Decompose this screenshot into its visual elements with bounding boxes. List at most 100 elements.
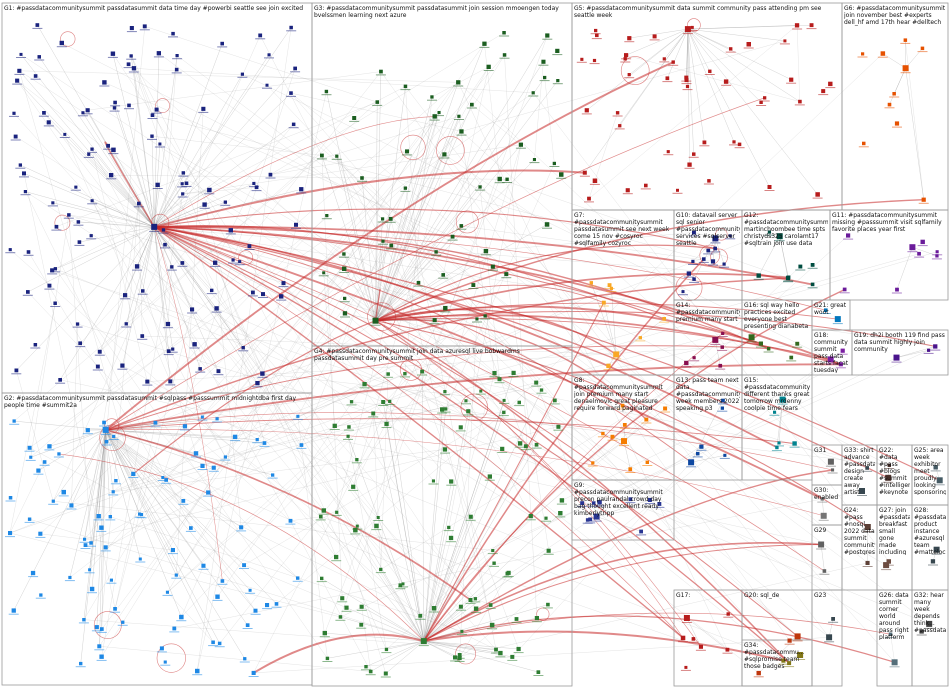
node-caption-g2-14 — [35, 536, 46, 538]
node-caption-g2-74 — [292, 418, 303, 420]
node-caption-g1-38 — [16, 57, 26, 58]
node-g4-53 — [491, 549, 495, 553]
node-g9-7 — [647, 497, 652, 502]
node-caption-g3-49 — [375, 74, 386, 76]
node-caption-g5-43 — [704, 74, 715, 75]
edge-221 — [421, 371, 424, 642]
node-g4-25 — [498, 650, 503, 656]
node-g1-99 — [140, 334, 145, 338]
edge-60 — [154, 226, 173, 350]
node-g2-16 — [8, 531, 13, 536]
node-g4-77 — [468, 514, 473, 519]
node-g14-5 — [692, 356, 696, 360]
node-g2-9 — [82, 618, 86, 622]
node-g9-8 — [588, 517, 593, 522]
node-g7-2 — [662, 317, 666, 321]
node-g4-15 — [368, 669, 373, 674]
node-g11-6 — [920, 239, 925, 245]
node-g2-70 — [217, 641, 222, 646]
node-g12-2 — [810, 282, 815, 287]
node-caption-g1-34 — [238, 350, 249, 352]
node-caption-g4-11 — [536, 392, 547, 394]
node-g2-25 — [242, 563, 246, 568]
node-g17-2 — [698, 644, 703, 649]
node-g1-79 — [127, 103, 131, 108]
node-caption-g16-4 — [792, 346, 803, 348]
node-g3-13 — [459, 129, 464, 134]
node-caption-g9-7 — [644, 503, 655, 504]
node-caption-g6-1 — [917, 51, 928, 53]
node-caption-g12-2 — [807, 287, 818, 289]
edge-318 — [596, 499, 650, 517]
node-g1-0 — [151, 223, 158, 230]
node-g4-49 — [449, 479, 454, 484]
edge-102 — [105, 429, 245, 659]
node-caption-g1-108 — [32, 27, 43, 29]
edge-411 — [101, 193, 183, 657]
edge-278 — [626, 28, 688, 56]
node-caption-g6-6 — [900, 42, 911, 44]
edge-419 — [112, 53, 477, 609]
node-g3-17 — [486, 64, 491, 69]
node-caption-g3-11 — [480, 318, 491, 320]
edge-575 — [423, 333, 723, 642]
node-caption-g10-4 — [678, 294, 688, 296]
node-g2-29 — [296, 576, 300, 580]
edge-111 — [13, 429, 106, 611]
node-g2-31 — [220, 579, 225, 583]
node-g3-53 — [325, 214, 329, 218]
node-caption-g3-4 — [331, 158, 342, 160]
edge-267 — [796, 25, 800, 102]
node-g3-51 — [475, 317, 479, 321]
node-caption-g3-19 — [453, 85, 464, 87]
node-g5-6 — [580, 57, 584, 61]
node-caption-g2-55 — [179, 429, 190, 431]
node-g1-75 — [150, 113, 155, 117]
edge-66 — [154, 124, 294, 228]
node-g5-26 — [625, 188, 630, 193]
node-g2-58 — [114, 479, 118, 483]
node-g2-72 — [274, 602, 279, 606]
node-caption-g3-25 — [429, 323, 440, 325]
node-caption-g1-94 — [171, 72, 182, 74]
node-caption-g4-67 — [439, 394, 450, 396]
edge-460 — [499, 178, 789, 279]
edge-424 — [336, 156, 531, 517]
edge-289 — [686, 29, 689, 81]
node-g3-39 — [434, 250, 438, 254]
edge-176 — [375, 236, 453, 321]
edge-108 — [105, 429, 298, 579]
node-g19-2 — [927, 348, 931, 352]
node-caption-g1-61 — [291, 227, 301, 229]
node-caption-g2-32 — [252, 442, 263, 444]
edge-570 — [375, 320, 869, 528]
node-g1-56 — [207, 187, 212, 193]
node-caption-g3-39 — [431, 254, 442, 256]
node-g17-6 — [726, 612, 730, 616]
node-g6-3 — [921, 197, 926, 202]
node-caption-g5-30 — [756, 105, 767, 106]
node-caption-g4-15 — [365, 674, 376, 676]
node-g5-13 — [618, 124, 622, 128]
node-caption-g4-63 — [375, 572, 386, 574]
edge-610 — [154, 226, 825, 572]
node-g15-4 — [792, 441, 797, 446]
group-frame-g11 — [829, 209, 949, 301]
node-g3-46 — [403, 84, 408, 89]
node-caption-g2-9 — [78, 622, 89, 624]
node-caption-g4-8 — [475, 393, 486, 395]
node-g4-46 — [351, 484, 356, 489]
node-g4-17 — [523, 444, 528, 449]
node-caption-g3-48 — [316, 158, 327, 160]
node-g3-16 — [490, 264, 495, 269]
node-g2-75 — [195, 668, 200, 674]
node-g1-92 — [216, 369, 221, 374]
node-g2-26 — [109, 578, 113, 582]
node-caption-g1-80 — [14, 73, 25, 75]
node-g4-43 — [492, 561, 496, 565]
node-caption-g4-6 — [371, 529, 382, 531]
node-g2-23 — [211, 640, 215, 645]
node-caption-g10-9 — [689, 235, 699, 237]
group-frame-g12 — [741, 209, 831, 301]
